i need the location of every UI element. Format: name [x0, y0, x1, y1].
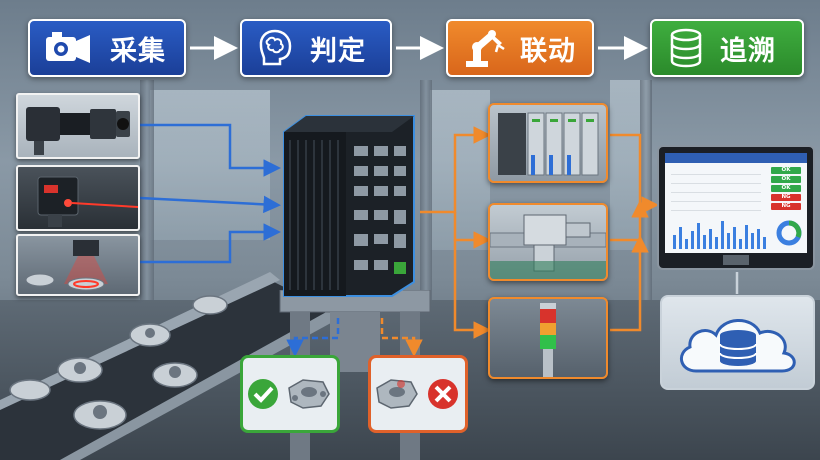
- vision-inspection-icon: [25, 240, 108, 291]
- status-badge: NG: [771, 194, 801, 201]
- result-fail: [368, 355, 468, 433]
- status-badge: OK: [771, 176, 801, 183]
- sensor-laser: [16, 165, 140, 231]
- check-icon: [248, 379, 278, 409]
- stage-label: 采集: [110, 35, 166, 67]
- industrial-pc-icon: [283, 115, 415, 297]
- arrow-out-plc: [420, 126, 491, 214]
- dashboard-monitor: OK OK OK NG NG: [657, 145, 815, 270]
- arrow-sensor-3: [140, 223, 281, 264]
- arrow-out-light: [453, 240, 491, 339]
- stage-trace: 追溯: [650, 19, 804, 77]
- dashboard-header: [665, 153, 807, 163]
- monitor-stand: [723, 255, 749, 265]
- laser-sensor-icon: [37, 176, 138, 227]
- status-badge: NG: [771, 203, 801, 210]
- bar-sparkline: [673, 220, 802, 249]
- arrow-out-actuator: [453, 212, 491, 249]
- brain-icon: [259, 29, 292, 66]
- factory-column: [420, 80, 432, 310]
- sensor-camera: [16, 93, 140, 159]
- factory-column: [640, 80, 652, 310]
- stage-label: 判定: [310, 35, 366, 67]
- result-pass: [240, 355, 340, 433]
- conveyor-belt: [0, 272, 340, 460]
- arrow-to-dashboard: [610, 133, 659, 214]
- sensor-inspection: [16, 234, 140, 296]
- output-light: [488, 297, 608, 379]
- camera-icon: [46, 32, 90, 63]
- status-badge: OK: [771, 185, 801, 192]
- database-icon: [670, 28, 702, 68]
- arrow-result-pass: [286, 318, 340, 357]
- signal-tower-light-icon: [540, 303, 556, 377]
- stage-judge: 判定: [240, 19, 392, 77]
- factory-window: [430, 90, 490, 250]
- arrow-sensor-2: [139, 195, 281, 214]
- stage-capture: 采集: [28, 19, 186, 77]
- factory-window: [150, 90, 270, 240]
- stage-label: 追溯: [720, 35, 776, 67]
- arrow-result-fail: [380, 318, 423, 357]
- pneumatic-actuator-icon: [490, 214, 606, 279]
- dashboard-screen: OK OK OK NG NG: [665, 153, 807, 253]
- output-actuator: [488, 203, 608, 281]
- status-badge: OK: [771, 167, 801, 174]
- robot-arm-icon: [466, 30, 505, 67]
- stage-link: 联动: [446, 19, 594, 77]
- cloud-database-icon: [680, 319, 796, 373]
- factory-column: [140, 80, 154, 320]
- industrial-camera-icon: [26, 107, 130, 155]
- plc-module-icon: [498, 112, 599, 176]
- arrow-sensor-1: [140, 123, 281, 177]
- output-plc: [488, 103, 608, 183]
- stage-label: 联动: [520, 35, 576, 67]
- cloud-storage: [660, 295, 815, 390]
